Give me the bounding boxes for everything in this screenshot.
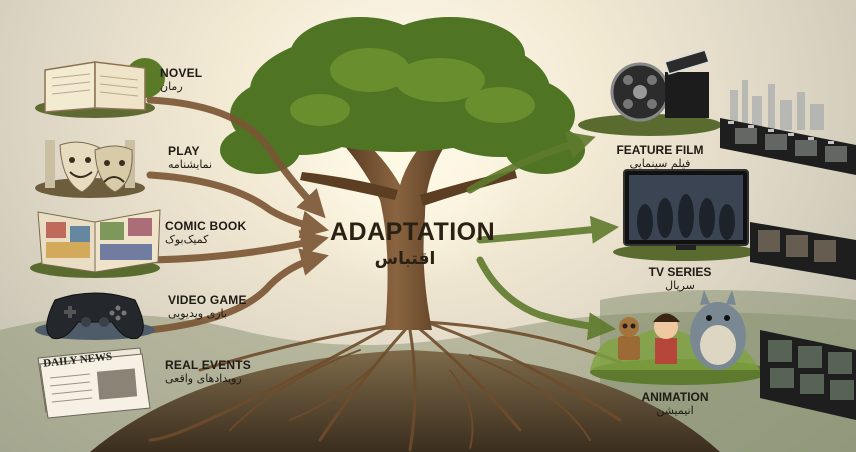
arrow-play [146, 171, 329, 239]
gamepad-icon [35, 292, 155, 340]
source-label-en: NOVEL [160, 66, 203, 80]
source-label-fa: رمان [160, 79, 183, 93]
source-label-fa: نمایشنامه [168, 157, 213, 171]
newspaper-icon [37, 347, 151, 419]
film-strip-top [720, 118, 856, 175]
source-label-en: REAL EVENTS [165, 358, 251, 372]
open-book-icon [35, 58, 165, 118]
source-label-fa: کمیک‌بوک [165, 232, 209, 246]
source-label-en: VIDEO GAME [168, 293, 247, 307]
theater-masks-icon [35, 140, 145, 198]
arrow-tv [476, 215, 620, 244]
roots-ground [90, 318, 720, 452]
output-label-en: FEATURE FILM [616, 143, 704, 157]
output-label-en: ANIMATION [641, 390, 709, 404]
tree [220, 17, 585, 330]
arrow-novel [146, 96, 326, 219]
film-strip-middle [750, 222, 856, 280]
boy-figure [653, 313, 680, 364]
input-arrows [146, 96, 329, 334]
output-label-en: TV SERIES [648, 265, 712, 279]
source-label-en: PLAY [168, 144, 200, 158]
television-icon [613, 169, 757, 261]
source-label-real-events: REAL EVENTS رویدادهای واقعی [165, 358, 251, 385]
arrow-comic [146, 230, 329, 264]
totoro-figure [690, 290, 746, 370]
source-label-comic-book: COMIC BOOK کمیک‌بوک [165, 219, 247, 246]
source-label-play: PLAY نمایشنامه [168, 144, 213, 171]
output-arrows [466, 131, 620, 341]
source-label-video-game: VIDEO GAME بازی ویدیویی [168, 293, 247, 320]
output-label-tv-series: TV SERIES سریال [625, 265, 735, 293]
output-label-fa: فیلم سینمایی [629, 157, 691, 171]
film-reel-clapper-icon [578, 49, 722, 136]
output-label-feature-film: FEATURE FILM فیلم سینمایی [600, 143, 720, 171]
comic-book-icon [30, 209, 161, 278]
center-title: ADAPTATION اقتباس [330, 218, 496, 269]
source-label-novel: NOVEL رمان [160, 66, 203, 93]
arrow-game [146, 248, 329, 334]
output-label-fa: سریال [665, 279, 695, 293]
source-label-fa: بازی ویدیویی [168, 306, 227, 320]
source-label-fa: رویدادهای واقعی [165, 371, 242, 385]
robot-figure [618, 317, 640, 360]
center-title-fa: اقتباس [374, 249, 436, 269]
arrow-film [466, 131, 596, 194]
film-strip-bottom [760, 330, 856, 420]
source-label-en: COMIC BOOK [165, 219, 247, 233]
output-label-animation: ANIMATION انیمیشن [620, 390, 730, 418]
animation-characters-icon [590, 290, 770, 385]
center-title-en: ADAPTATION [330, 218, 496, 246]
arrow-animation [476, 256, 617, 341]
output-label-fa: انیمیشن [656, 404, 694, 418]
